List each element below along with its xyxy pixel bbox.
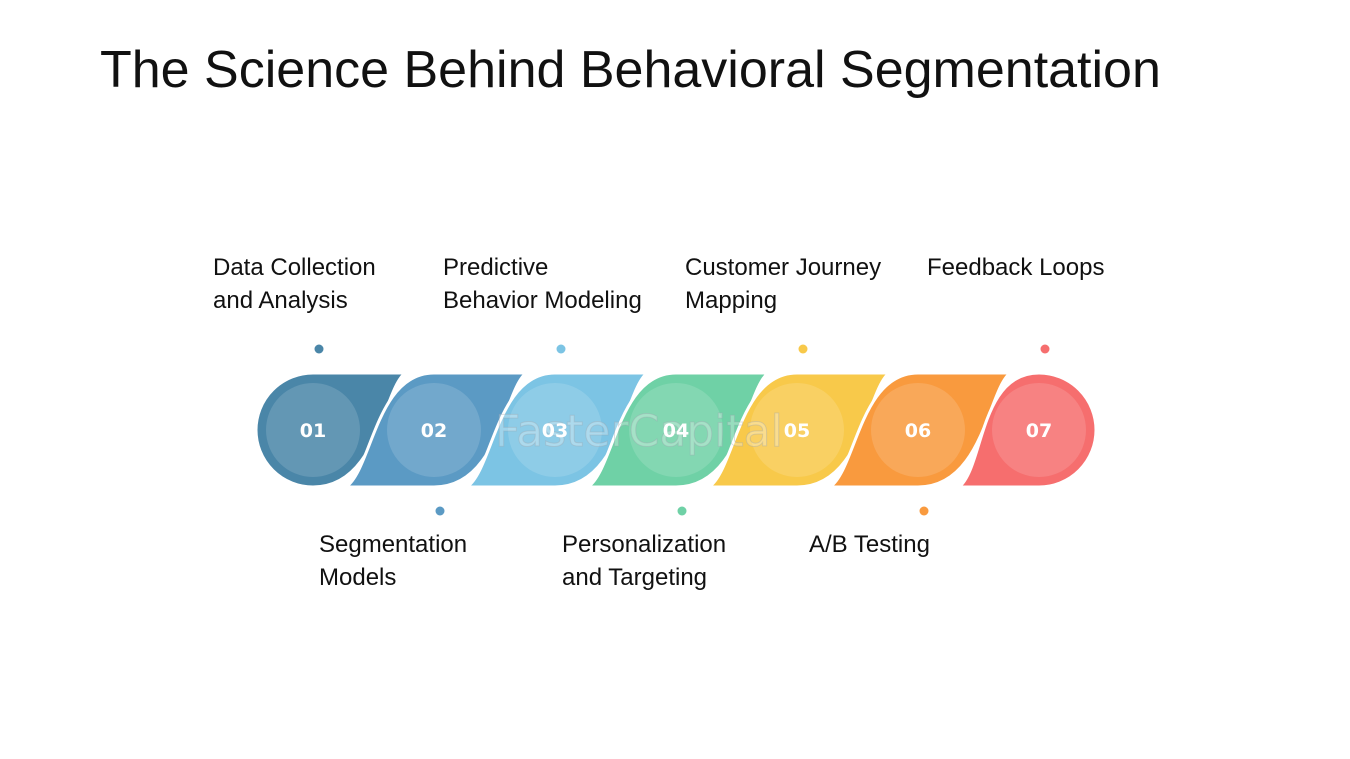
step-5-inner-circle bbox=[750, 383, 844, 477]
step-label-predictive-modeling: Predictive Behavior Modeling bbox=[443, 254, 642, 314]
step-label-ab-testing: A/B Testing bbox=[809, 531, 930, 558]
step-7-number: 07 bbox=[1026, 420, 1052, 442]
step-3-number: 03 bbox=[542, 420, 568, 442]
step-2-number: 02 bbox=[421, 420, 447, 442]
step-4-inner-circle bbox=[629, 383, 723, 477]
step-label-segmentation-models: Segmentation Models bbox=[319, 531, 468, 591]
step-shapes bbox=[254, 371, 1098, 489]
step-7-inner-circle bbox=[992, 383, 1086, 477]
step-6-number: 06 bbox=[905, 420, 931, 442]
step-label-customer-journey: Customer Journey Mapping bbox=[685, 254, 882, 314]
step-3-inner-circle bbox=[508, 383, 602, 477]
step-1-connector-dot bbox=[314, 344, 324, 354]
step-1-inner-circle bbox=[266, 383, 360, 477]
step-6-inner-circle bbox=[871, 383, 965, 477]
step-numbers: 01 02 03 04 05 06 07 bbox=[300, 420, 1052, 442]
step-4-connector-dot bbox=[677, 506, 687, 516]
step-2-inner-circle bbox=[387, 383, 481, 477]
step-7-shape bbox=[954, 371, 1098, 489]
watermark: FasterCapital bbox=[495, 406, 783, 457]
step-5-connector-dot bbox=[798, 344, 808, 354]
step-3-connector-dot bbox=[556, 344, 566, 354]
step-6-connector-dot bbox=[919, 506, 929, 516]
page-title: The Science Behind Behavioral Segmentati… bbox=[100, 41, 1161, 99]
step-label-data-collection: Data Collection and Analysis bbox=[213, 254, 376, 314]
connector-dots bbox=[314, 344, 1050, 516]
step-2-connector-dot bbox=[435, 506, 445, 516]
step-5-number: 05 bbox=[784, 420, 810, 442]
step-label-personalization: Personalization and Targeting bbox=[562, 531, 727, 591]
step-4-number: 04 bbox=[663, 420, 689, 442]
step-7-connector-dot bbox=[1040, 344, 1050, 354]
step-label-feedback-loops: Feedback Loops bbox=[927, 254, 1105, 281]
step-1-number: 01 bbox=[300, 420, 326, 442]
